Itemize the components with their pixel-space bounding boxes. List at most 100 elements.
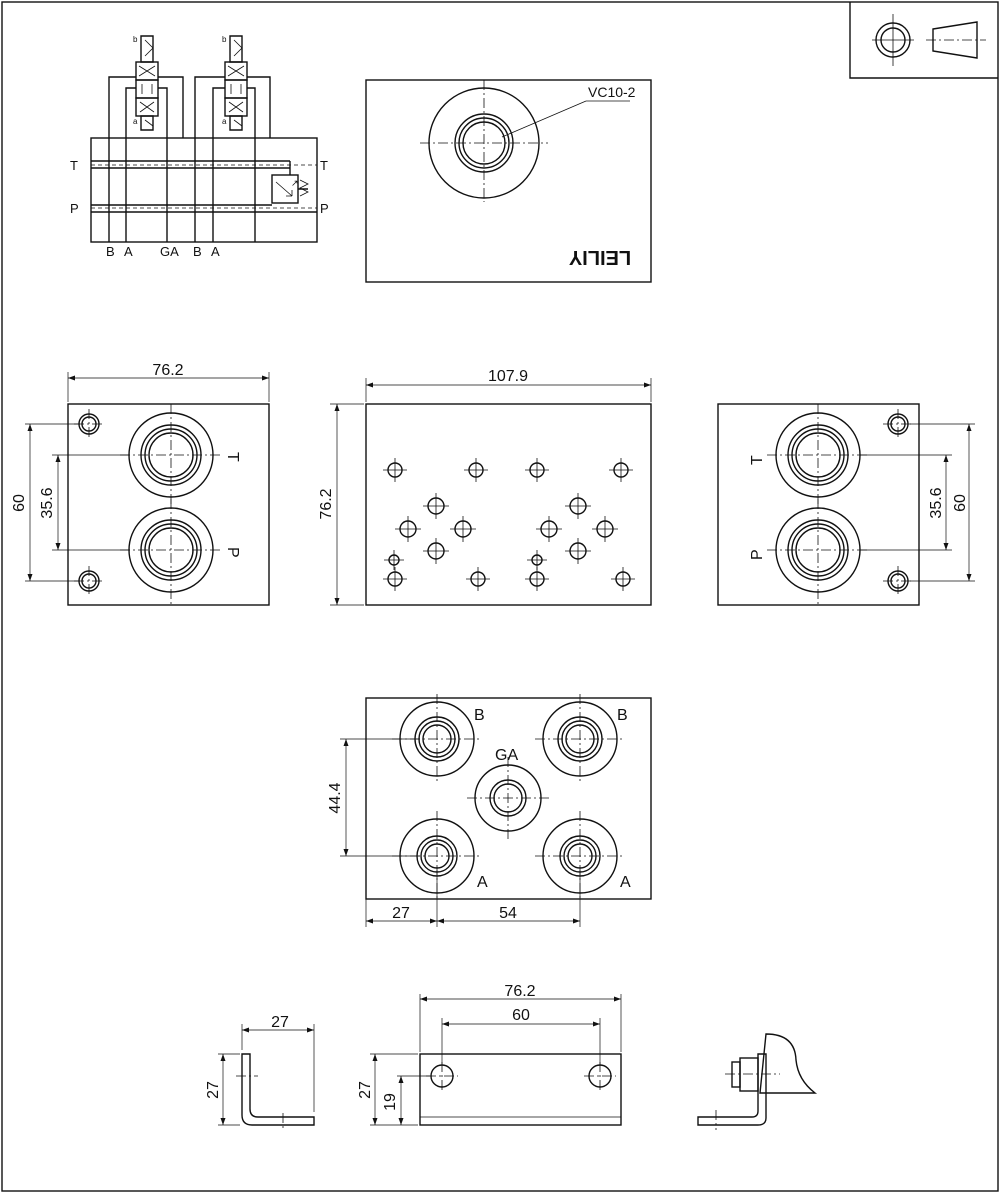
hole-centerline — [592, 516, 618, 542]
arrowhead — [593, 1021, 600, 1027]
arrowhead — [644, 382, 651, 388]
brand-logo: LEILIY — [568, 246, 631, 268]
port-centerline — [535, 694, 625, 784]
hole-centerline — [466, 567, 490, 591]
left-port-p: P — [224, 547, 241, 558]
valve-cavity-label: VC10-2 — [588, 84, 636, 100]
arrowhead — [27, 424, 33, 431]
arrowhead — [966, 424, 972, 431]
hole-centerline — [565, 493, 591, 519]
front-view: 107.9 76.2 — [318, 368, 652, 606]
right-outer-dim: 60 — [952, 494, 969, 512]
arrowhead — [966, 574, 972, 581]
hole-centerline — [525, 458, 549, 482]
relief-arrow: ↗ — [291, 178, 299, 188]
arrowhead — [614, 996, 621, 1002]
hole-centerline — [423, 538, 449, 564]
bracket-height-dim: 27 — [357, 1081, 374, 1099]
arrowhead — [573, 918, 580, 924]
bracket-side-width-dim: 27 — [271, 1014, 289, 1031]
arrowhead — [262, 375, 269, 381]
schematic-port-b1: B — [106, 244, 115, 259]
right-port-t: T — [749, 455, 766, 465]
arrowhead — [372, 1054, 378, 1061]
front-width-dim: 107.9 — [488, 368, 528, 385]
hole-centerline — [450, 516, 476, 542]
bracket-side-height-dim: 27 — [205, 1081, 222, 1099]
hole-centerline — [527, 550, 547, 570]
arrowhead — [242, 1027, 249, 1033]
front-hole-pattern — [383, 458, 635, 591]
solenoid-a-label: a — [133, 117, 138, 126]
arrowhead — [68, 375, 75, 381]
solenoid-b-label-2: b — [222, 35, 227, 44]
hole-centerline — [384, 550, 404, 570]
bracket-side-view: 27 27 — [205, 1014, 315, 1130]
left-inner-dim: 35.6 — [39, 487, 56, 518]
bottom-port-b-left: B — [474, 707, 485, 724]
arrowhead — [55, 543, 61, 550]
bottom-dim-left: 27 — [392, 905, 410, 922]
right-port-p: P — [749, 549, 766, 560]
bracket-outer-dim: 76.2 — [504, 983, 535, 1000]
top-view: VC10-2 LEILIY — [365, 79, 652, 283]
hole-centerline — [423, 493, 449, 519]
bottom-view: B B GA A A 44.4 27 54 — [327, 694, 652, 927]
arrowhead — [343, 739, 349, 746]
bracket-front-view: 76.2 60 27 19 — [357, 983, 622, 1126]
hole-centerline — [383, 567, 407, 591]
hole-centerline — [464, 458, 488, 482]
arrowhead — [437, 918, 444, 924]
bottom-dim-right: 54 — [499, 905, 517, 922]
arrowhead — [366, 382, 373, 388]
bottom-vertical-dim: 44.4 — [327, 782, 344, 813]
arrowhead — [334, 598, 340, 605]
bottom-port-b-right: B — [617, 707, 628, 724]
hole-centerline — [611, 567, 635, 591]
hole-centerline — [525, 567, 549, 591]
arrowhead — [943, 455, 949, 462]
arrowhead — [27, 574, 33, 581]
arrowhead — [372, 1118, 378, 1125]
arrowhead — [442, 1021, 449, 1027]
right-inner-dim: 35.6 — [928, 487, 945, 518]
schematic-port-p-left: P — [70, 201, 79, 216]
hole-centerline — [383, 458, 407, 482]
schematic-port-t-right: T — [320, 158, 328, 173]
arrowhead — [943, 543, 949, 550]
arrowhead — [420, 996, 427, 1002]
arrowhead — [55, 455, 61, 462]
left-port-t: T — [224, 452, 241, 462]
schematic-port-a1: A — [124, 244, 133, 259]
arrowhead — [430, 918, 437, 924]
arrowhead — [334, 404, 340, 411]
hole-centerline — [536, 516, 562, 542]
hydraulic-schematic: ↗ T P T P B A GA B A b a b a — [70, 35, 329, 259]
solenoid-a-label-2: a — [222, 117, 227, 126]
port-centerline — [467, 757, 549, 839]
schematic-port-t-left: T — [70, 158, 78, 173]
schematic-port-ga: GA — [160, 244, 179, 259]
solenoid-b-label: b — [133, 35, 138, 44]
right-view: T P 60 35.6 — [717, 403, 975, 606]
left-view: T P 76.2 60 35.6 — [11, 362, 270, 606]
left-outer-dim: 60 — [11, 494, 28, 512]
bracket-mounting-detail — [697, 1033, 818, 1130]
bracket-hole-height-dim: 19 — [382, 1093, 399, 1111]
bracket-inner-dim: 60 — [512, 1007, 530, 1024]
dimension-arrows — [27, 375, 972, 1125]
hole-centerline — [609, 458, 633, 482]
arrowhead — [398, 1118, 404, 1125]
bottom-port-a-right: A — [620, 874, 631, 891]
arrowhead — [307, 1027, 314, 1033]
projection-symbol — [849, 2, 998, 79]
bottom-port-set — [392, 694, 625, 901]
arrowhead — [220, 1054, 226, 1061]
bottom-port-ga: GA — [495, 747, 518, 764]
arrowhead — [366, 918, 373, 924]
arrowhead — [343, 849, 349, 856]
schematic-port-b2: B — [193, 244, 202, 259]
schematic-port-a2: A — [211, 244, 220, 259]
